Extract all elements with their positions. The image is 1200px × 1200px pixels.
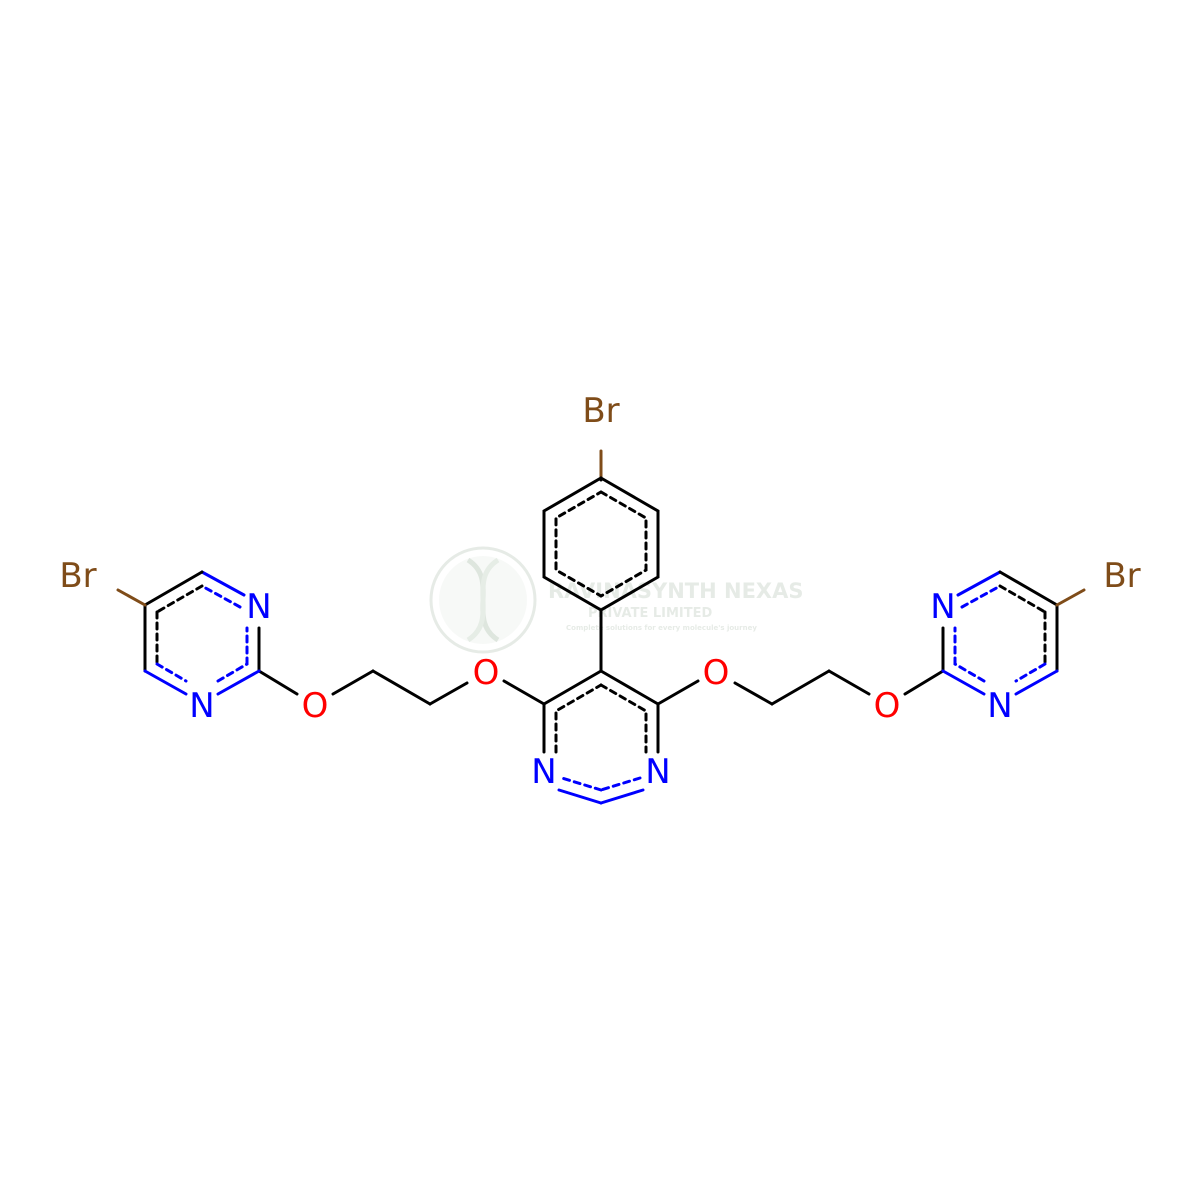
atom-br-left: Br [59, 556, 96, 596]
core-bond-3a [599, 788, 645, 805]
left-ring-aromatic-3 [155, 662, 188, 683]
bond-c-c-right [770, 669, 831, 706]
left-ring-bond-6 [216, 669, 261, 696]
dna-helix-icon [466, 557, 500, 643]
watermark-disc [439, 556, 527, 644]
atom-n-left-b: N [189, 686, 214, 726]
bond-c-o3 [827, 669, 871, 696]
bond-core-o2 [656, 679, 700, 706]
right-ring-bond-6 [941, 669, 986, 696]
core-aromatic-3 [599, 776, 642, 792]
atom-br-top: Br [582, 391, 619, 431]
bond-c-o4 [331, 669, 375, 696]
core-aromatic-4 [560, 776, 603, 792]
left-ring-aromatic-1 [155, 584, 204, 614]
atom-n-left-a: N [246, 587, 271, 627]
atom-o-3: O [874, 686, 901, 726]
bonds [116, 449, 1086, 805]
right-ring-aromatic-4 [953, 662, 986, 683]
left-ring-bond-3 [143, 570, 204, 607]
watermark-line3: Complete solutions for every molecule's … [566, 624, 757, 632]
left-ring-bond-2 [200, 570, 246, 597]
left-ring-bond-5 [143, 669, 188, 696]
core-bond-3b [557, 788, 603, 805]
bond-o3-ring [903, 669, 945, 696]
phenyl-aromatic-ring [554, 490, 648, 598]
bond-c-c-left [371, 669, 432, 706]
core-aromatic-1 [599, 683, 648, 754]
core-aromatic-2 [554, 683, 603, 754]
watermark-line1: RAVINASYNTH NEXAS [548, 579, 804, 603]
atom-br-right: Br [1103, 556, 1140, 596]
atom-n-core-a: N [531, 752, 556, 792]
atom-n-right-b: N [987, 686, 1012, 726]
bond-o1-c [428, 681, 469, 706]
left-ring-aromatic-6 [200, 584, 242, 609]
atom-labels: Br Br Br N N N N N N O O O O [59, 391, 1140, 792]
right-ring-aromatic-1 [998, 584, 1047, 614]
watermark-line2: PRIVATE LIMITED [588, 606, 713, 621]
left-ring-aromatic-4 [216, 662, 249, 683]
bond-core-o1 [502, 679, 546, 706]
bond-o2-c [733, 681, 774, 706]
bond-br-right [1055, 588, 1086, 607]
right-ring-bond-3 [998, 570, 1059, 607]
watermark-ring [429, 546, 537, 654]
bond-o4-ring [257, 669, 299, 696]
right-ring-bond-2 [956, 570, 1002, 597]
atom-n-right-a: N [930, 587, 955, 627]
dna-helix-strand-icon [466, 557, 500, 643]
right-ring-aromatic-3 [1014, 662, 1047, 683]
atom-n-core-b: N [645, 752, 670, 792]
right-ring-aromatic-6 [960, 584, 1002, 609]
atom-o-4: O [302, 686, 329, 726]
atom-o-1: O [473, 653, 500, 693]
bond-br-left [116, 588, 147, 607]
core-bond-1 [599, 669, 660, 706]
right-ring-bond-5 [1014, 669, 1059, 696]
atom-o-2: O [703, 653, 730, 693]
core-bond-5 [542, 669, 603, 706]
